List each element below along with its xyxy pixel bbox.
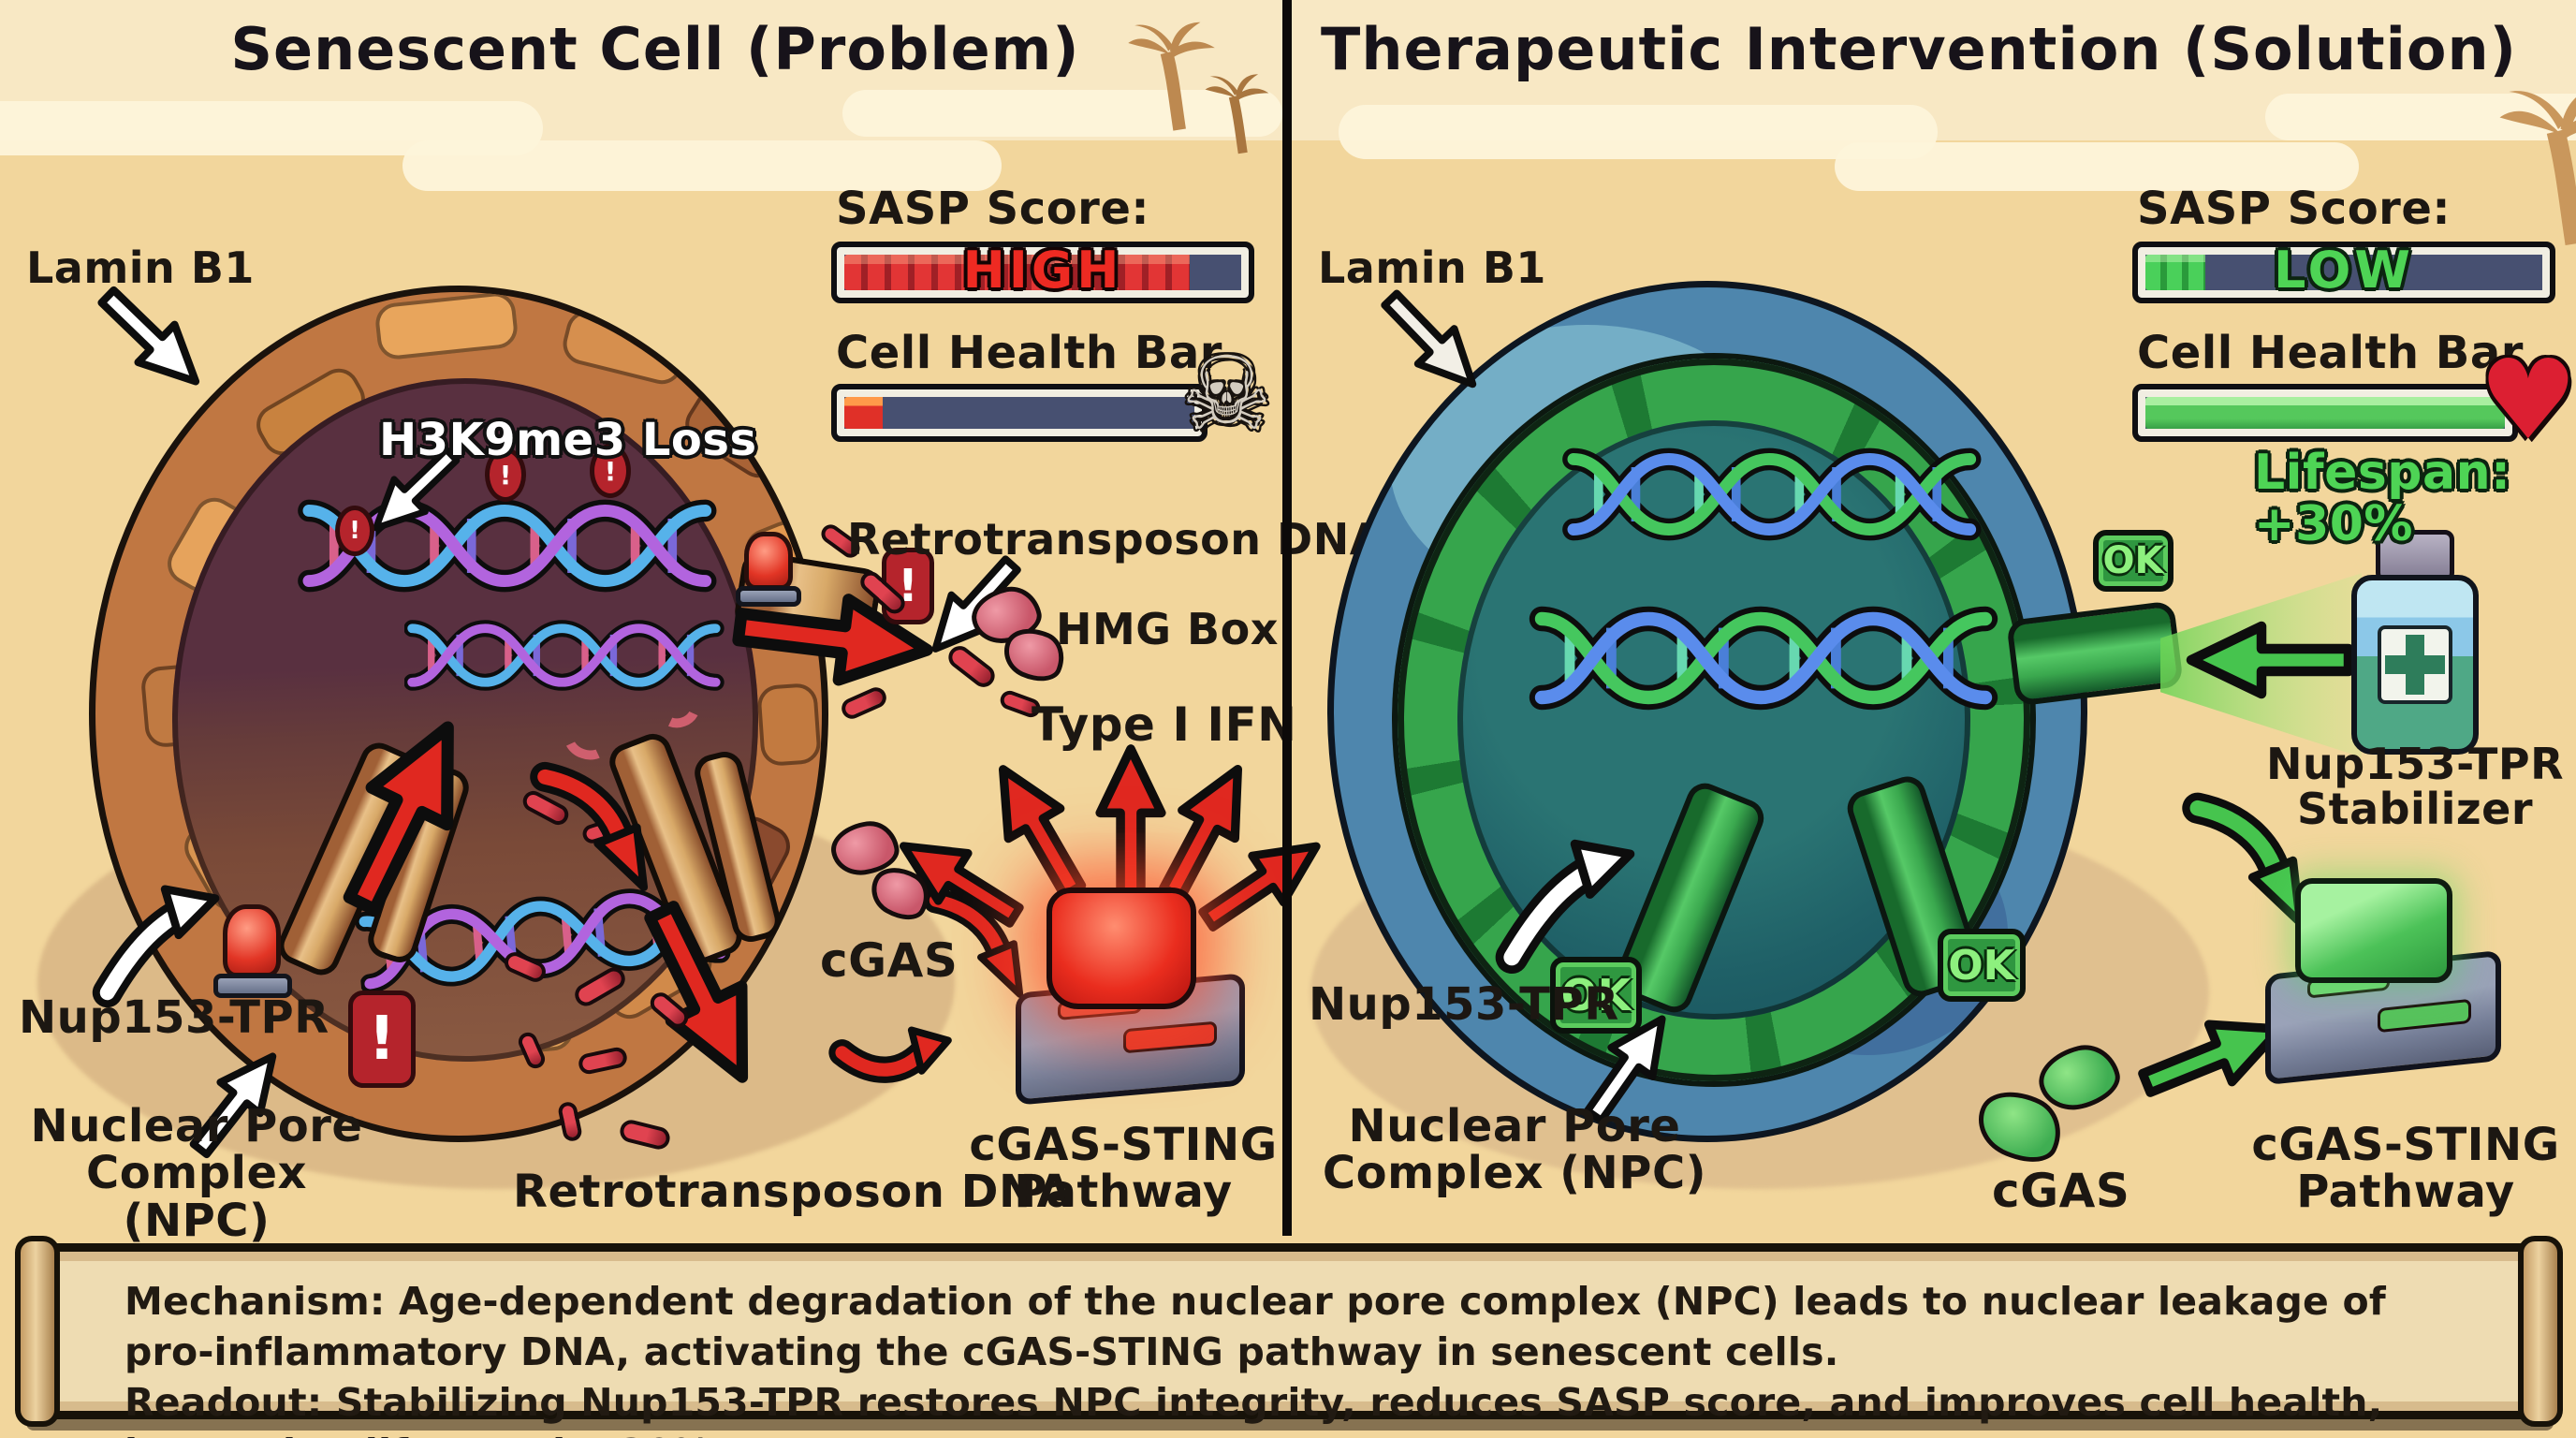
- wave-stripe: [1835, 142, 2359, 191]
- alert-lamp-icon: !: [485, 448, 526, 502]
- cell-health-label: Cell Health Bar: [2137, 327, 2524, 379]
- alert-lamp-icon: !: [335, 506, 374, 556]
- sasp-score-label: SASP Score:: [2137, 183, 2452, 235]
- sasp-score-bar: HIGH: [831, 242, 1254, 303]
- scroll-roll-right: [2518, 1236, 2563, 1427]
- cell-health-label: Cell Health Bar: [836, 327, 1222, 379]
- dna-helix-icon: [1467, 596, 2066, 720]
- right-panel-title: Therapeutic Intervention (Solution): [1321, 15, 2517, 83]
- retrotransposon-top-label: Retrotransposon DNA: [847, 514, 1383, 565]
- panel-divider: [1282, 0, 1292, 1236]
- health-bar-fill: [844, 397, 884, 429]
- lamin-b1-label: Lamin B1: [1318, 242, 1546, 293]
- heart-icon: ♥: [2479, 335, 2576, 464]
- cell-health-bar: [2132, 384, 2518, 442]
- sasp-bar-value: HIGH: [962, 242, 1123, 300]
- mechanism-text: Mechanism: Age-dependent degradation of …: [124, 1279, 2386, 1375]
- sasp-score-bar: LOW: [2132, 242, 2555, 303]
- membrane-patch: [373, 292, 520, 361]
- cell-health-bar: [831, 384, 1208, 442]
- dna-helix-icon: [1538, 439, 2011, 550]
- hmg-box-label: HMG Box: [1056, 604, 1279, 654]
- readout-text: Readout: Stabilizing Nup153-TPR restores…: [124, 1380, 2383, 1438]
- nup153-label-right: Nup153-TPR: [1309, 978, 1619, 1031]
- dna-helix-icon: [404, 609, 727, 702]
- sasp-bar-value: LOW: [2274, 242, 2414, 300]
- treatment-arrow-icon: [2186, 610, 2354, 710]
- scroll-roll-left: [15, 1236, 60, 1427]
- h3k9me3-loss-label: H3K9me3 Loss: [379, 414, 757, 466]
- alert-lamp-icon: !: [590, 444, 631, 498]
- npc-label-right: Nuclear Pore Complex (NPC): [1322, 1100, 1707, 1200]
- nup153-label-left: Nup153-TPR: [19, 991, 329, 1044]
- npc-label-left: Nuclear Pore Complex (NPC): [30, 1100, 363, 1247]
- ok-badge: OK: [1938, 929, 2026, 1002]
- exclamation-badge: !: [348, 990, 416, 1088]
- membrane-patch: [558, 306, 691, 389]
- health-bar-fill: [2145, 397, 2505, 429]
- cgas-label-left: cGAS: [820, 933, 959, 988]
- wave-stripe: [842, 90, 1282, 137]
- lifespan-label: Lifespan: +30%: [2254, 445, 2511, 552]
- leak-arrow-icon: [529, 744, 655, 917]
- left-panel-title: Senescent Cell (Problem): [230, 15, 1080, 83]
- ok-badge: OK: [2093, 530, 2174, 592]
- retrotransposon-bottom-label: Retrotransposon DNA: [513, 1166, 1073, 1218]
- membrane-patch: [756, 682, 822, 768]
- skull-crossbones-icon: ☠: [1181, 336, 1272, 453]
- pathway-label-left: cGAS-STING Pathway: [969, 1119, 1278, 1219]
- mechanism-banner: Mechanism: Age-dependent degradation of …: [26, 1243, 2554, 1438]
- nup-pointer-arrow-icon: [1496, 831, 1636, 970]
- nup-pointer-arrow-icon: [94, 875, 220, 1006]
- cgas-label-right: cGAS: [1992, 1164, 2130, 1218]
- sasp-score-label: SASP Score:: [836, 183, 1150, 235]
- sasp-bar-fill: [844, 255, 1190, 290]
- fragments-to-device-arrow-icon: [784, 981, 1000, 1093]
- ok-badge: OK: [1550, 957, 1642, 1034]
- wave-stripe: [1339, 105, 1938, 159]
- palm-tree-icon: [1196, 73, 1282, 155]
- wave-stripe: [402, 140, 1002, 191]
- sasp-bar-fill: [2145, 255, 2205, 290]
- type-i-ifn-label: Type I IFN: [1032, 697, 1297, 752]
- pathway-label-right: cGAS-STING Pathway: [2251, 1119, 2560, 1219]
- lamin-b1-label: Lamin B1: [26, 242, 255, 293]
- stabilizer-label: Nup153-TPR Stabilizer: [2265, 739, 2565, 835]
